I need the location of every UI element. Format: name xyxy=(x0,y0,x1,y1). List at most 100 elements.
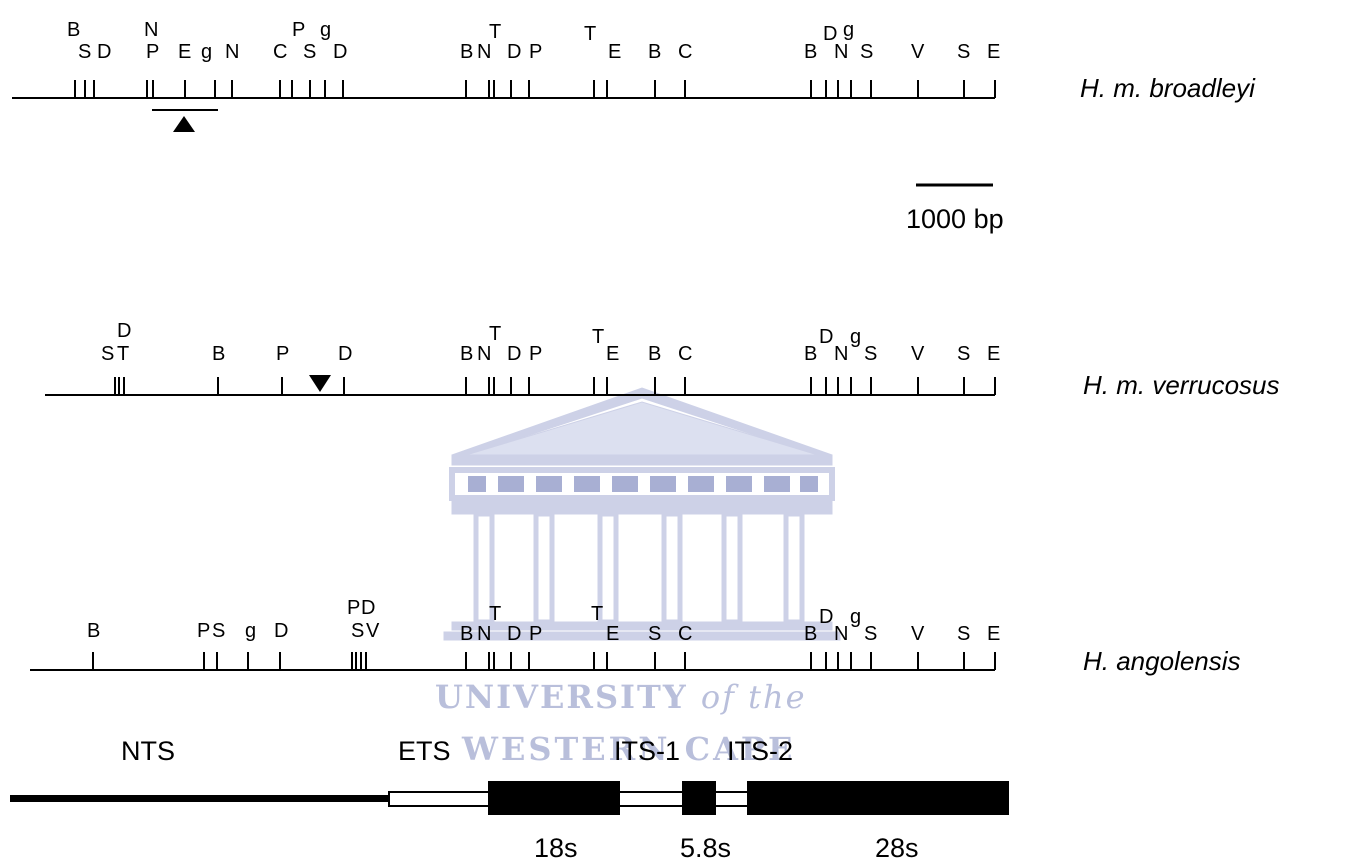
site-label: D xyxy=(507,343,521,365)
ets-bar xyxy=(388,791,490,807)
site-label: P xyxy=(529,623,542,645)
university-crest-watermark xyxy=(443,387,841,641)
site-label: B xyxy=(804,623,817,645)
site-label: N xyxy=(477,623,491,645)
site-label: g xyxy=(843,19,854,41)
site-label: D xyxy=(117,320,131,342)
site-label: T xyxy=(489,21,501,43)
site-label: E xyxy=(178,41,191,63)
site-label: B xyxy=(648,343,661,365)
site-label: D xyxy=(361,597,375,619)
map-broadleyi: B S D N P E g N C P S g D B N T D P T E … xyxy=(12,19,1256,132)
rdna-structure: NTS ETS ITS-1 ITS-2 18s 5.8s 28s xyxy=(10,736,1009,863)
spacer-label-nts: NTS xyxy=(121,736,175,766)
restriction-ticks xyxy=(114,377,996,395)
site-label: N xyxy=(477,343,491,365)
site-label: E xyxy=(987,623,1000,645)
site-label: S xyxy=(957,623,970,645)
site-label: g xyxy=(850,606,861,628)
its1-bar xyxy=(618,791,684,807)
site-label: V xyxy=(366,620,380,642)
nts-bar xyxy=(10,795,390,802)
site-label: V xyxy=(911,343,925,365)
site-label: E xyxy=(987,41,1000,63)
site-label: P xyxy=(146,41,159,63)
site-label: B xyxy=(67,19,80,41)
site-label: T xyxy=(592,326,604,348)
spacer-label-ets: ETS xyxy=(398,736,451,766)
site-label: N xyxy=(834,623,848,645)
site-label: T xyxy=(584,23,596,45)
site-label: C xyxy=(678,343,692,365)
site-label: D xyxy=(333,41,347,63)
insertion-up-triangle-icon xyxy=(173,116,195,132)
site-label: D xyxy=(97,41,111,63)
site-label: V xyxy=(911,41,925,63)
site-label: D xyxy=(823,23,837,45)
site-label: D xyxy=(274,620,288,642)
spacer-labels: NTS ETS ITS-1 ITS-2 xyxy=(121,736,793,766)
site-label: S xyxy=(78,41,91,63)
site-label: S xyxy=(101,343,114,365)
5-8s-block xyxy=(682,781,716,815)
site-label: P xyxy=(529,343,542,365)
map-verrucosus: D S T B P D B N T D P T E B C B D N g S … xyxy=(45,320,1280,400)
site-label: B xyxy=(460,41,473,63)
subunit-label-18s: 18s xyxy=(534,833,578,863)
site-label: N xyxy=(477,41,491,63)
species-label: H. angolensis xyxy=(1083,646,1241,676)
site-label: g xyxy=(245,620,256,642)
site-label: T xyxy=(489,603,501,625)
site-label: C xyxy=(273,41,287,63)
watermark-line-2: WESTERN CAPE xyxy=(461,730,795,768)
site-label: S xyxy=(864,343,877,365)
site-label: B xyxy=(804,343,817,365)
site-label: B xyxy=(804,41,817,63)
site-label: E xyxy=(608,41,621,63)
its2-bar xyxy=(714,791,749,807)
site-label: B xyxy=(87,620,100,642)
site-label: E xyxy=(987,343,1000,365)
site-label: C xyxy=(678,41,692,63)
site-label: N xyxy=(225,41,239,63)
site-label: S xyxy=(860,41,873,63)
site-labels: D S T B P D B N T D P T E B C B D N g S … xyxy=(101,320,1000,365)
site-label: N xyxy=(144,19,158,41)
insertion-down-triangle-icon xyxy=(309,375,331,392)
site-label: B xyxy=(212,343,225,365)
site-label: g xyxy=(201,41,212,63)
scale-bar-label: 1000 bp xyxy=(906,204,1004,234)
site-labels: B S D N P E g N C P S g D B N T D P T E … xyxy=(67,19,1000,63)
site-label: P xyxy=(276,343,289,365)
subunit-label-28s: 28s xyxy=(875,833,919,863)
site-label: P xyxy=(292,19,305,41)
site-label: B xyxy=(460,623,473,645)
18s-block xyxy=(488,781,620,815)
watermark-line-1: UNIVERSITY of the xyxy=(435,678,807,716)
site-label: S xyxy=(957,41,970,63)
site-label: B xyxy=(648,41,661,63)
species-label: H. m. verrucosus xyxy=(1083,370,1280,400)
scale-bar: 1000 bp xyxy=(906,183,1004,234)
site-label: S xyxy=(648,623,661,645)
restriction-ticks xyxy=(74,80,996,98)
restriction-ticks xyxy=(92,652,996,670)
site-label: S xyxy=(864,623,877,645)
28s-block xyxy=(747,781,1009,815)
site-label: V xyxy=(911,623,925,645)
site-label: S xyxy=(351,620,364,642)
site-label: S xyxy=(303,41,316,63)
site-label: P xyxy=(529,41,542,63)
site-label: B xyxy=(460,343,473,365)
spacer-label-its1: ITS-1 xyxy=(614,736,680,766)
site-label: D xyxy=(819,326,833,348)
species-label: H. m. broadleyi xyxy=(1080,73,1256,103)
site-label: D xyxy=(507,623,521,645)
site-label: N xyxy=(834,343,848,365)
site-label: P xyxy=(347,597,360,619)
site-label: g xyxy=(850,326,861,348)
site-label: T xyxy=(489,323,501,345)
subunit-labels: 18s 5.8s 28s xyxy=(534,833,919,863)
spacer-label-its2: ITS-2 xyxy=(727,736,793,766)
